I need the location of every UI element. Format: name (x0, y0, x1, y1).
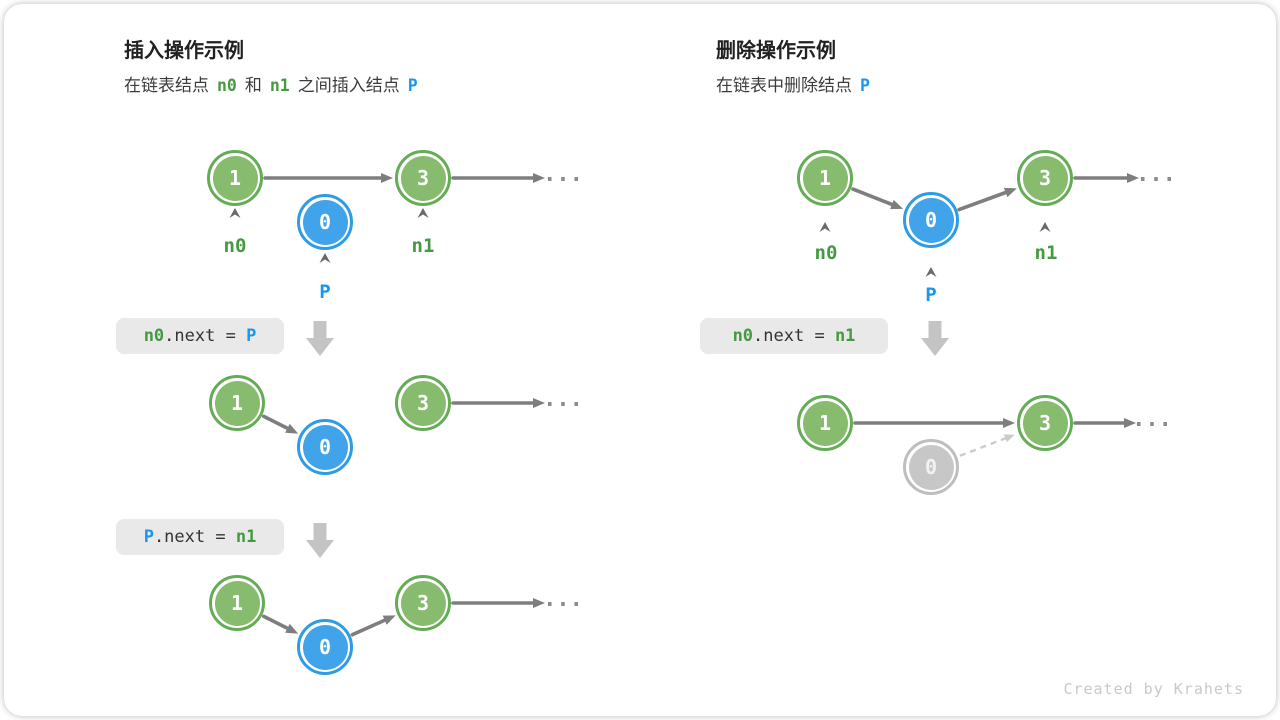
node-value: 3 (400, 155, 446, 201)
node-1: 1 (209, 575, 265, 631)
node-value: 1 (214, 380, 260, 426)
subtitle-text: 在链表中删除结点 (716, 76, 852, 95)
node-0-removed: 0 (903, 439, 959, 495)
code-box-delete-1: n0.next = n1 (700, 318, 888, 354)
node-3: 3 (1017, 150, 1073, 206)
ellipsis: ... (543, 587, 583, 612)
node-3: 3 (1017, 395, 1073, 451)
node-0: 0 (297, 619, 353, 675)
node-value: 3 (1022, 155, 1068, 201)
token-n0: n0 (217, 76, 237, 95)
caret-up-icon (925, 267, 937, 277)
node-value: 1 (214, 580, 260, 626)
node-value: 3 (400, 580, 446, 626)
arrow-insert2-n1-to-p (261, 414, 299, 434)
code-mid: .next = (153, 527, 236, 547)
caret-up-icon (1039, 222, 1051, 232)
node-value: 0 (908, 197, 954, 243)
node-0: 0 (297, 194, 353, 250)
token-n1: n1 (269, 76, 290, 95)
pointer-label-n0: n0 (814, 242, 838, 264)
node-value: 0 (908, 444, 954, 490)
node-value: 3 (400, 380, 446, 426)
code-mid: .next = (753, 326, 835, 346)
code-lhs: P (143, 527, 154, 547)
arrow-delete1-n1-to-p (851, 187, 904, 210)
credit-text: Created by Krahets (1063, 680, 1244, 698)
token-p: P (860, 76, 870, 95)
code-lhs: n0 (732, 326, 754, 346)
code-lhs: n0 (143, 326, 165, 346)
arrow-insert3-n1-to-p (261, 614, 299, 634)
subtitle-text: 在链表结点 (124, 76, 209, 95)
ellipsis: ... (1132, 407, 1172, 432)
node-value: 0 (302, 199, 348, 245)
pointer-label-p: P (319, 281, 331, 303)
code-rhs: P (246, 326, 257, 346)
caret-up-icon (229, 208, 241, 218)
pointer-label-n1: n1 (1034, 242, 1058, 264)
node-value: 1 (212, 155, 258, 201)
subtitle-text: 之间插入结点 (297, 76, 400, 95)
caret-up-icon (417, 208, 429, 218)
node-value: 3 (1022, 400, 1068, 446)
ellipsis: ... (543, 387, 583, 412)
delete-subtitle: 在链表中删除结点 P (716, 71, 878, 96)
node-3: 3 (395, 575, 451, 631)
ellipsis: ... (1136, 162, 1176, 187)
down-arrow-icon (306, 523, 334, 558)
caret-up-icon (319, 253, 331, 263)
node-1: 1 (207, 150, 263, 206)
token-p: P (407, 76, 418, 95)
down-arrow-icon (921, 321, 949, 356)
node-1: 1 (797, 395, 853, 451)
code-box-insert-1: n0.next = P (116, 318, 284, 354)
code-rhs: n1 (235, 527, 257, 547)
caret-up-icon (819, 222, 831, 232)
arrow-insert3-p-to-n3 (350, 615, 396, 637)
node-0: 0 (297, 419, 353, 475)
delete-title: 删除操作示例 (716, 40, 836, 62)
insert-subtitle: 在链表结点 n0 和 n1 之间插入结点 P (124, 71, 426, 96)
down-arrow-icon (306, 321, 334, 356)
insert-title: 插入操作示例 (124, 40, 244, 62)
node-value: 1 (802, 400, 848, 446)
pointer-label-n0: n0 (223, 235, 247, 257)
subtitle-text: 和 (244, 76, 262, 95)
code-rhs: n1 (834, 326, 856, 346)
node-value: 1 (802, 155, 848, 201)
code-box-insert-2: P.next = n1 (116, 519, 284, 555)
node-3: 3 (395, 375, 451, 431)
node-1: 1 (209, 375, 265, 431)
node-1: 1 (797, 150, 853, 206)
node-3: 3 (395, 150, 451, 206)
code-mid: .next = (164, 326, 247, 346)
pointer-label-p: P (925, 284, 937, 306)
node-value: 0 (302, 424, 348, 470)
arrow-delete2-removed-p-to-n3-dashed (959, 434, 1015, 457)
node-0: 0 (903, 192, 959, 248)
arrow-delete1-p-to-n3 (957, 187, 1017, 212)
ellipsis: ... (543, 162, 583, 187)
pointer-label-n1: n1 (411, 235, 435, 257)
node-value: 0 (302, 624, 348, 670)
